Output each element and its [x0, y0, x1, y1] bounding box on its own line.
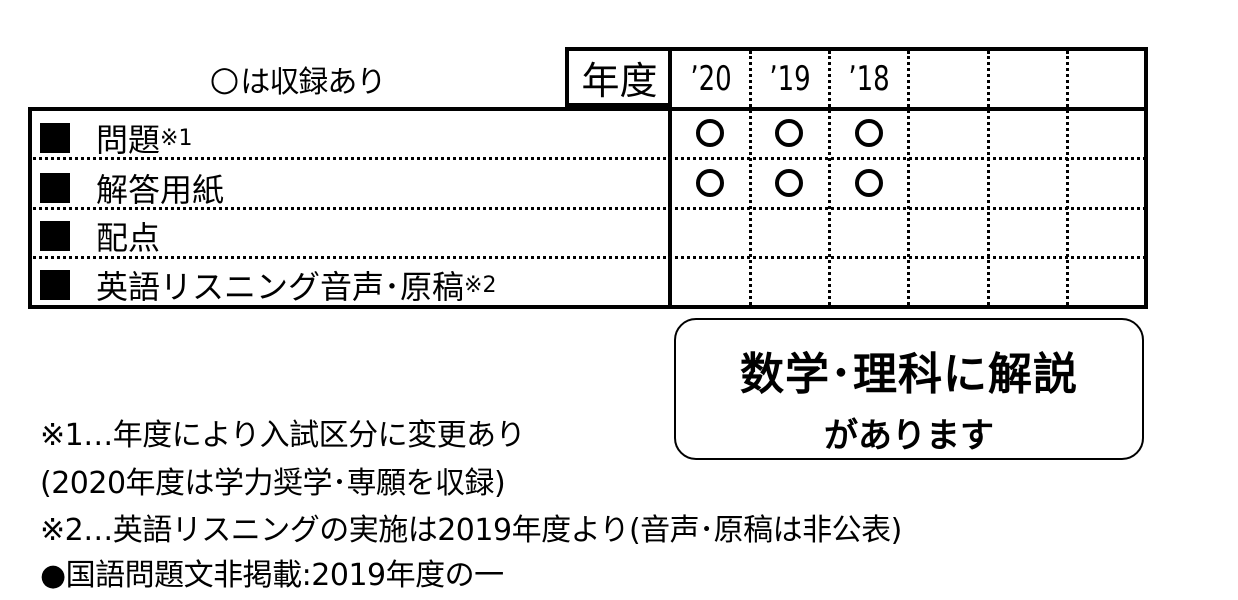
year-2020: ’20: [690, 59, 732, 99]
row-scoring: 配点: [32, 211, 160, 261]
col-divider: [749, 51, 752, 305]
row-listening: 英語リスニング音声･原稿※2: [32, 260, 496, 310]
row-label: 問題: [96, 121, 161, 159]
col-divider: [828, 51, 831, 305]
row-note: ※1: [160, 125, 193, 151]
note-2: (2020年度は学力奨学･専願を収録): [40, 466, 506, 501]
year-2018: ’18: [848, 59, 890, 99]
row-answer-sheet: 解答用紙: [32, 163, 224, 213]
note-3: ※2…英語リスニングの実施は2019年度より(音声･原稿は非公表): [40, 513, 902, 548]
row-label: 配点: [96, 219, 161, 257]
available-circle-icon: [855, 119, 883, 147]
year-2019: ’19: [769, 59, 811, 99]
row-label: 解答用紙: [96, 171, 225, 209]
bullet-square-icon: [40, 173, 70, 203]
row-divider: [28, 256, 1146, 259]
year-grid: [668, 47, 1148, 309]
year-header: 年度: [565, 47, 670, 107]
bullet-square-icon: [40, 221, 70, 251]
row-divider: [28, 157, 1146, 160]
circle-mark-icon: ○: [209, 59, 240, 99]
available-circle-icon: [696, 169, 724, 197]
bullet-square-icon: [40, 123, 70, 153]
available-circle-icon: [855, 169, 883, 197]
available-circle-icon: [775, 119, 803, 147]
legend-text: は収録あり: [240, 65, 386, 100]
row-note: ※2: [464, 272, 497, 298]
bullet-square-icon: [40, 270, 70, 300]
note-1: ※1…年度により入試区分に変更あり: [40, 418, 526, 453]
callout-line2: があります: [824, 416, 994, 456]
callout-line1: 数学･理科に解説: [740, 349, 1078, 400]
col-divider: [907, 51, 910, 305]
row-problems: 問題※1: [32, 113, 192, 163]
available-circle-icon: [775, 169, 803, 197]
row-labels: 問題※1 解答用紙 配点 英語リスニング音声･原稿※2: [28, 107, 670, 309]
col-divider: [1066, 51, 1069, 305]
available-circle-icon: [696, 119, 724, 147]
note-4: ●国語問題文非掲載:2019年度の一: [40, 558, 504, 593]
legend: ○ は収録あり: [30, 50, 565, 108]
callout-box: 数学･理科に解説 があります: [674, 318, 1144, 460]
col-divider: [987, 51, 990, 305]
row-label: 英語リスニング音声･原稿: [96, 268, 465, 306]
row-divider: [28, 207, 1146, 210]
